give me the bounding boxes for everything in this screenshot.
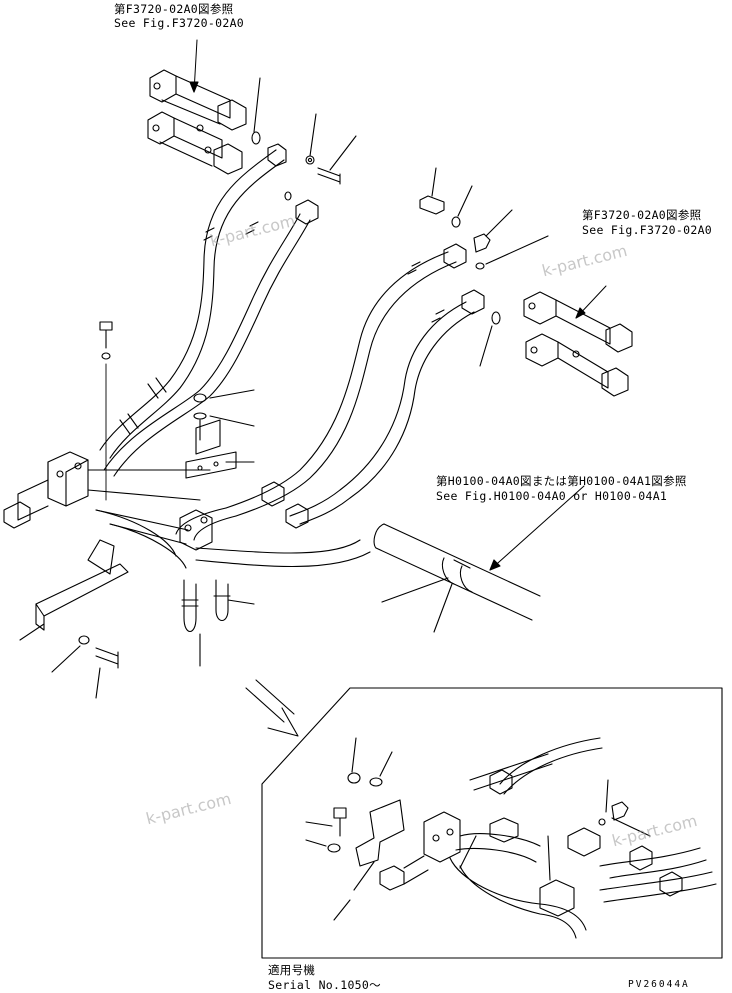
right-upper-fittings: [419, 167, 549, 315]
detail-view-contents: [305, 737, 717, 939]
detail-view-frame: [261, 687, 723, 959]
brackets-and-clamps: [181, 389, 255, 667]
serial-number-range: Serial No.1050～: [268, 978, 381, 992]
reference-clamp-en: See Fig.H0100-04A0 or H0100-04A1: [436, 489, 668, 503]
applicability-jp: 適用号機: [268, 963, 316, 977]
reference-right-en: See Fig.F3720-02A0: [582, 223, 713, 237]
top-center-fittings: [251, 77, 357, 225]
lower-bracket-and-bolt: [19, 539, 129, 699]
reference-top-left-en: See Fig.F3720-02A0: [114, 16, 245, 30]
reference-clamp-jp: 第H0100-04A0図または第H0100-04A1図参照: [436, 474, 687, 488]
right-hose-pair: [175, 251, 475, 541]
reference-top-left-jp: 第F3720-02A0図参照: [114, 2, 234, 16]
upper-left-valve-assembly: [147, 39, 247, 175]
left-hose-pair: [99, 149, 311, 477]
right-valve-assembly: [479, 285, 633, 397]
hose-clamp-detail: [373, 485, 585, 633]
drawing-part-number: PV26044A: [628, 979, 690, 990]
detail-view-arrow: [245, 679, 299, 737]
reference-right-jp: 第F3720-02A0図参照: [582, 208, 702, 222]
lower-left-block-assembly: [3, 321, 371, 569]
